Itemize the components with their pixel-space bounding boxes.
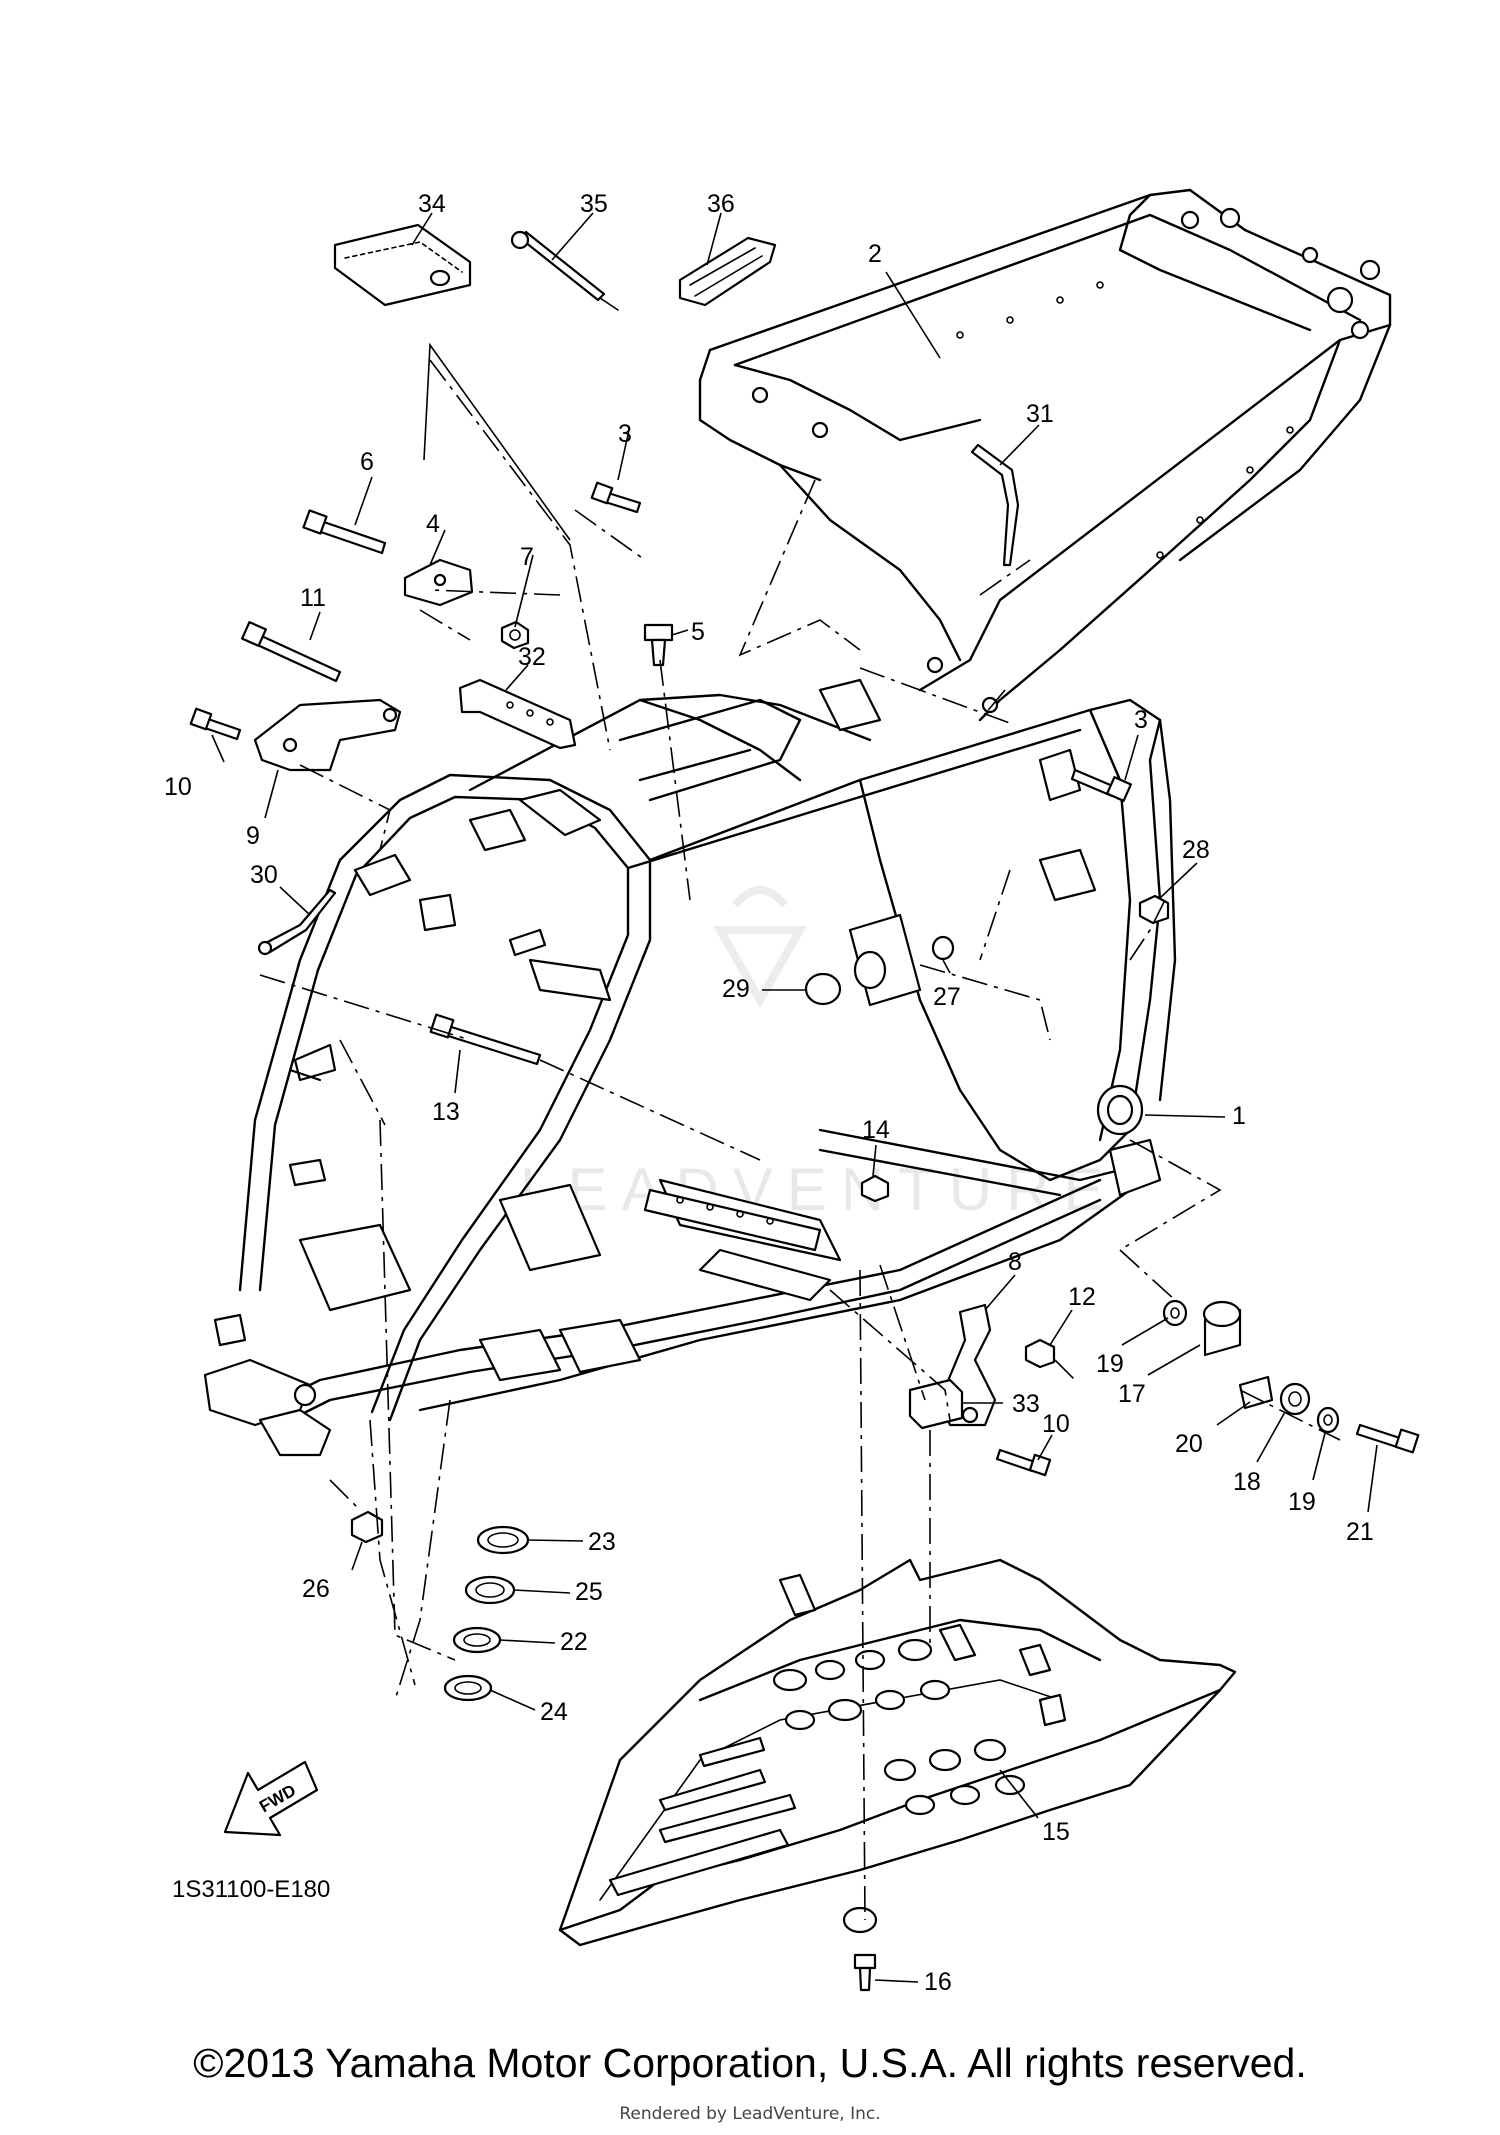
part-10a-bolt [189, 707, 242, 741]
part-15-skid-plate [558, 1558, 1237, 1947]
part-35-pin [510, 230, 619, 311]
part-28-nut [1138, 894, 1170, 925]
part-18-bushing [1279, 1382, 1311, 1416]
leader-lines [211, 212, 1378, 1983]
part-32-bracket [458, 678, 577, 750]
callout-18: 18 [1233, 1468, 1261, 1496]
part-12-nut [1024, 1338, 1056, 1369]
callout-13: 13 [432, 1098, 460, 1126]
rendered-by-notice: Rendered by LeadVenture, Inc. [619, 2104, 881, 2124]
part-13-bolt [429, 1013, 542, 1066]
callout-25: 25 [575, 1578, 603, 1606]
callout-27: 27 [933, 983, 961, 1011]
part-5-bolt [643, 623, 674, 667]
callout-17: 17 [1118, 1380, 1146, 1408]
callout-29: 29 [722, 975, 750, 1003]
callout-28: 28 [1182, 836, 1210, 864]
watermark: LEADVENTURE [520, 886, 1117, 1223]
copyright-notice: ©2013 Yamaha Motor Corporation, U.S.A. A… [193, 2040, 1307, 2086]
callout-3a: 3 [618, 420, 632, 448]
fwd-arrow-icon: FWD [223, 1760, 319, 1837]
part-27-cap [931, 935, 955, 961]
callout-3b: 3 [1134, 706, 1148, 734]
callout-20: 20 [1175, 1430, 1203, 1458]
callout-labels: 34 35 36 2 31 6 4 3 7 5 11 32 3 10 9 28 … [164, 190, 1374, 1996]
part-4-bracket [403, 558, 474, 607]
part-19b-washer [1316, 1406, 1340, 1434]
part-31-bracket [970, 443, 1020, 567]
assembly-lines [259, 359, 1341, 1921]
callout-24: 24 [540, 1698, 568, 1726]
watermark-text: LEADVENTURE [520, 1156, 1117, 1223]
callout-15: 15 [1042, 1818, 1070, 1846]
callout-10a: 10 [164, 773, 192, 801]
callout-36: 36 [707, 190, 735, 218]
callout-31: 31 [1026, 400, 1054, 428]
callout-21: 21 [1346, 1518, 1374, 1546]
callout-10b: 10 [1042, 1410, 1070, 1438]
callout-23: 23 [588, 1528, 616, 1556]
part-26-cap [350, 1510, 384, 1544]
callout-19a: 19 [1096, 1350, 1124, 1378]
part-36-strap [678, 236, 777, 307]
part-30-clip [257, 888, 337, 956]
callout-30: 30 [250, 861, 278, 889]
callout-22: 22 [560, 1628, 588, 1656]
callout-26: 26 [302, 1575, 330, 1603]
part-16-bolt [853, 1953, 877, 1992]
part-17-bushing [1202, 1300, 1242, 1357]
part-25-bearing [464, 1575, 516, 1605]
part-22-bearing [452, 1626, 502, 1654]
part-11-bolt [241, 621, 342, 683]
callout-11: 11 [300, 584, 326, 612]
part-21-bolt [1355, 1423, 1420, 1454]
callout-14: 14 [862, 1116, 890, 1144]
part-20-collar [1238, 1375, 1274, 1410]
diagram-code: 1S31100-E180 [172, 1876, 330, 1903]
callout-12: 12 [1068, 1283, 1096, 1311]
part-3b-bolt [1070, 768, 1132, 802]
callout-8: 8 [1008, 1248, 1022, 1276]
callout-1: 1 [1232, 1102, 1246, 1130]
part-19a-washer [1162, 1299, 1188, 1327]
part-34-pad [333, 223, 472, 307]
part-24-seal [443, 1674, 493, 1702]
part-1-main-frame [203, 678, 1177, 1457]
callout-19b: 19 [1288, 1488, 1316, 1516]
callout-5: 5 [691, 618, 705, 646]
callout-2: 2 [868, 240, 882, 268]
callout-33: 33 [1012, 1390, 1040, 1418]
callout-16: 16 [924, 1968, 952, 1996]
callout-9: 9 [246, 822, 260, 850]
part-2-rear-frame [698, 188, 1392, 722]
callout-6: 6 [360, 448, 374, 476]
callout-32: 32 [518, 643, 546, 671]
part-29-cap [804, 972, 842, 1006]
callout-34: 34 [418, 190, 446, 218]
callout-4: 4 [426, 510, 440, 538]
part-10b-bolt [995, 1448, 1052, 1477]
part-23-seal [476, 1525, 530, 1555]
part-3a-bolt [590, 481, 642, 514]
callout-35: 35 [580, 190, 608, 218]
part-6-bolt [302, 509, 387, 555]
part-14-nut [860, 1174, 890, 1203]
part-9-bracket [253, 698, 402, 772]
part-33-block [908, 1378, 964, 1430]
callout-7: 7 [520, 543, 534, 571]
